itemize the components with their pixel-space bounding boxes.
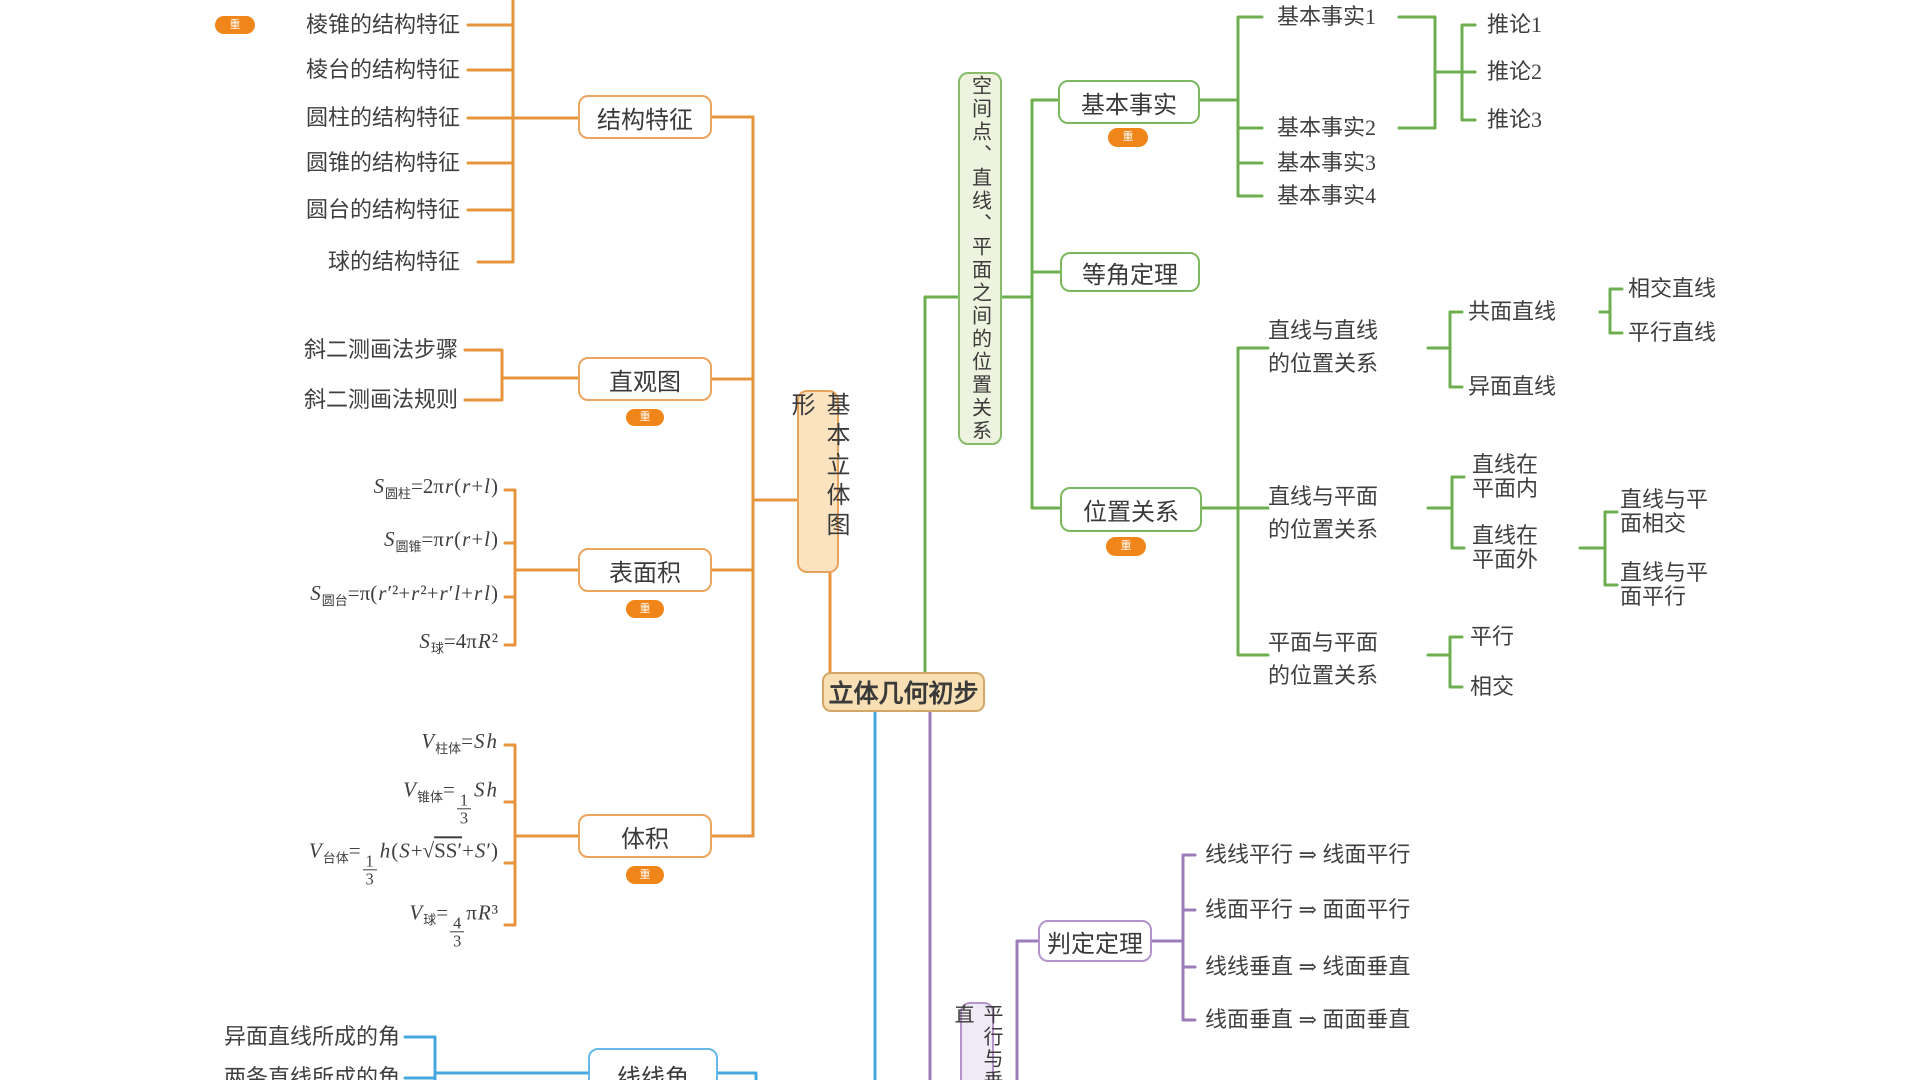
coplanar-lines-item[interactable]: 共面直线 [1468, 299, 1557, 324]
node-judgment-theorems[interactable]: 判定定理 [1038, 920, 1152, 962]
emphasis-badge-icon: 重 [626, 409, 664, 426]
fact-item[interactable]: 基本事实3 [1277, 150, 1377, 175]
intersecting-lines-item[interactable]: 相交直线 [1628, 276, 1717, 301]
planes-intersect-item[interactable]: 相交 [1470, 674, 1515, 699]
green-branch-connectors [923, 15, 1624, 689]
emphasis-badge-icon: 重 [626, 866, 664, 884]
judgment-item[interactable]: 线线平行 ⇒ 线面平行 [1205, 842, 1411, 867]
corollary-item[interactable]: 推论2 [1487, 59, 1543, 84]
root-node[interactable]: 立体几何初步 [822, 672, 985, 712]
angle-item[interactable]: 异面直线所成的角 [223, 1024, 400, 1049]
line-plane-relation-label[interactable]: 直线与平面的位置关系 [1268, 484, 1379, 542]
fact-item[interactable]: 基本事实1 [1277, 4, 1377, 29]
blue-branch-connectors [403, 710, 877, 1080]
corollary-item[interactable]: 推论1 [1487, 12, 1543, 37]
intuitive-item[interactable]: 斜二测画法步骤 [303, 337, 458, 362]
branch-node-basic-solids[interactable]: 基本立体图形 [787, 390, 848, 573]
judgment-item[interactable]: 线面垂直 ⇒ 面面垂直 [1205, 1007, 1411, 1032]
branch-node-space-positions[interactable]: 空间点、直线、平面之间的位置关系 [958, 72, 1002, 445]
structure-item[interactable]: 球的结构特征 [327, 249, 460, 274]
fact-item[interactable]: 基本事实2 [1277, 115, 1377, 140]
volume-formula[interactable]: V柱体=Sh [421, 728, 497, 757]
line-in-plane-item[interactable]: 直线在平面内 [1472, 452, 1539, 501]
emphasis-badge-icon: 重 [1106, 537, 1146, 556]
node-surface-area[interactable]: 表面积 [578, 548, 712, 592]
line-plane-parallel-item[interactable]: 直线与平面平行 [1620, 560, 1709, 609]
judgment-item[interactable]: 线线垂直 ⇒ 线面垂直 [1205, 954, 1411, 979]
corollary-item[interactable]: 推论3 [1487, 107, 1543, 132]
emphasis-badge-icon: 重 [215, 16, 255, 34]
parallel-lines-item[interactable]: 平行直线 [1628, 320, 1717, 345]
structure-item[interactable]: 圆台的结构特征 [305, 197, 460, 222]
structure-item[interactable]: 棱锥的结构特征 [305, 12, 460, 37]
purple-branch-connectors [928, 710, 1197, 1080]
skew-lines-item[interactable]: 异面直线 [1468, 374, 1557, 399]
fact-item[interactable]: 基本事实4 [1277, 183, 1377, 208]
structure-item[interactable]: 圆柱的结构特征 [305, 105, 460, 130]
structure-item[interactable]: 棱台的结构特征 [305, 57, 460, 82]
line-plane-intersect-item[interactable]: 直线与平面相交 [1620, 487, 1709, 536]
node-intuitive-diagram[interactable]: 直观图 [578, 357, 712, 401]
surface-formula[interactable]: S圆台=π(r′²+r²+r′l+rl) [310, 580, 498, 609]
angle-item[interactable]: 两条直线所成的角 [223, 1065, 400, 1080]
node-line-line-angle[interactable]: 线线角 [588, 1048, 718, 1080]
line-out-of-plane-item[interactable]: 直线在平面外 [1472, 523, 1539, 572]
orange-branch-connectors [463, 0, 832, 927]
node-equal-angle-theorem[interactable]: 等角定理 [1060, 252, 1200, 292]
emphasis-badge-icon: 重 [1108, 128, 1148, 147]
plane-plane-relation-label[interactable]: 平面与平面的位置关系 [1268, 630, 1379, 688]
emphasis-badge-icon: 重 [626, 600, 664, 618]
judgment-item[interactable]: 线面平行 ⇒ 面面平行 [1205, 897, 1411, 922]
surface-formula[interactable]: S圆柱=2πr(r+l) [373, 473, 498, 502]
planes-parallel-item[interactable]: 平行 [1470, 624, 1515, 649]
surface-formula[interactable]: S球=4πR² [419, 628, 498, 657]
line-line-relation-label[interactable]: 直线与直线的位置关系 [1268, 318, 1379, 376]
branch-node-parallel-perpendicular[interactable]: 平行与垂直 [951, 1002, 1002, 1080]
node-basic-facts[interactable]: 基本事实 [1058, 80, 1200, 124]
surface-formula[interactable]: S圆锥=πr(r+l) [383, 526, 498, 555]
structure-item[interactable]: 圆锥的结构特征 [305, 150, 460, 175]
intuitive-item[interactable]: 斜二测画法规则 [303, 387, 458, 412]
node-volume[interactable]: 体积 [578, 814, 712, 858]
node-structure-features[interactable]: 结构特征 [578, 95, 712, 139]
node-position-relations[interactable]: 位置关系 [1060, 487, 1202, 532]
